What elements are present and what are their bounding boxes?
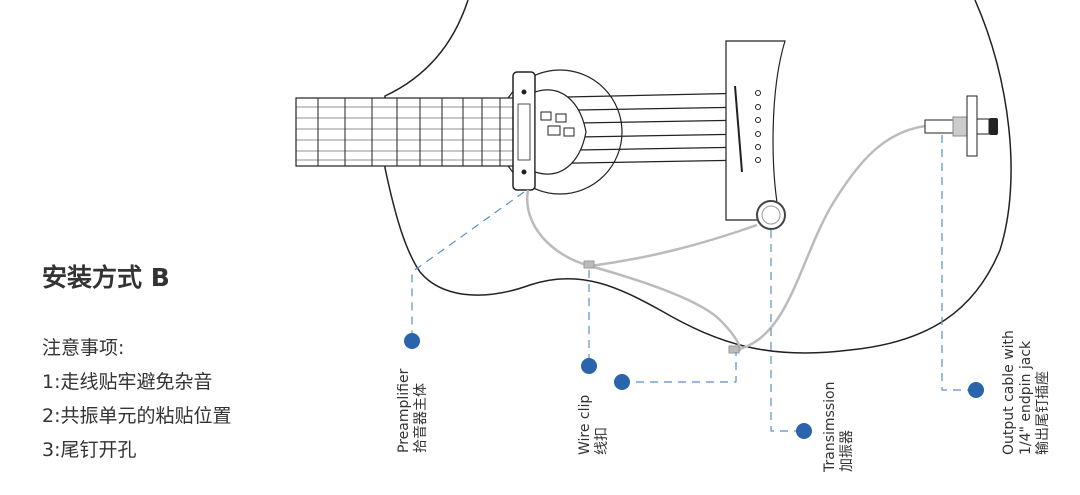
- leader-lines: [411, 135, 976, 432]
- note-item: 3:尾钉开孔: [42, 439, 137, 461]
- preamplifier-unit: [512, 71, 587, 191]
- wire-clip-marker: [581, 358, 597, 374]
- wire-clip-marker-2: [614, 374, 630, 390]
- guitar-bridge: [725, 40, 786, 221]
- output-label: Output cable with 1/4" endpin jack 输出尾钉插…: [1001, 330, 1052, 455]
- endpin-jack: [924, 95, 998, 157]
- transmission-marker: [796, 423, 812, 439]
- output-label-en-1: Output cable with: [1001, 330, 1017, 455]
- guitar-neck: [295, 97, 521, 167]
- notes-heading: 注意事项:: [42, 337, 125, 359]
- transmission-label-zh: 加振器: [839, 430, 855, 472]
- transmission-label-en: Transimssion: [822, 381, 838, 472]
- preamplifier-marker: [404, 333, 420, 349]
- transmission-label: Transimssion 加振器: [822, 382, 856, 472]
- note-item: 2:共振单元的粘贴位置: [42, 405, 232, 427]
- preamplifier-label-zh: 拾音器主体: [413, 383, 429, 453]
- transducer-ring: [756, 200, 786, 230]
- output-label-zh: 输出尾钉插座: [1035, 371, 1051, 455]
- cables: [525, 124, 926, 353]
- notes-list: 注意事项: 1:走线贴牢避免杂音 2:共振单元的粘贴位置 3:尾钉开孔: [42, 331, 232, 467]
- wire-clip-label: Wire clip 线扣: [577, 395, 611, 455]
- output-label-en-2: 1/4" endpin jack: [1018, 340, 1034, 455]
- output-marker: [968, 382, 984, 398]
- wire-clip-mark: [583, 260, 595, 269]
- guitar-body-outline: [384, 0, 1012, 354]
- wire-clip-label-en: Wire clip: [577, 394, 593, 455]
- note-item: 1:走线贴牢避免杂音: [42, 371, 213, 393]
- preamplifier-label: Preamplifier 拾音器主体: [396, 369, 430, 453]
- wire-clip-label-zh: 线扣: [594, 427, 610, 455]
- preamplifier-label-en: Preamplifier: [396, 368, 412, 453]
- installation-title: 安装方式 B: [42, 263, 170, 292]
- wire-clip-mark-2: [728, 345, 740, 354]
